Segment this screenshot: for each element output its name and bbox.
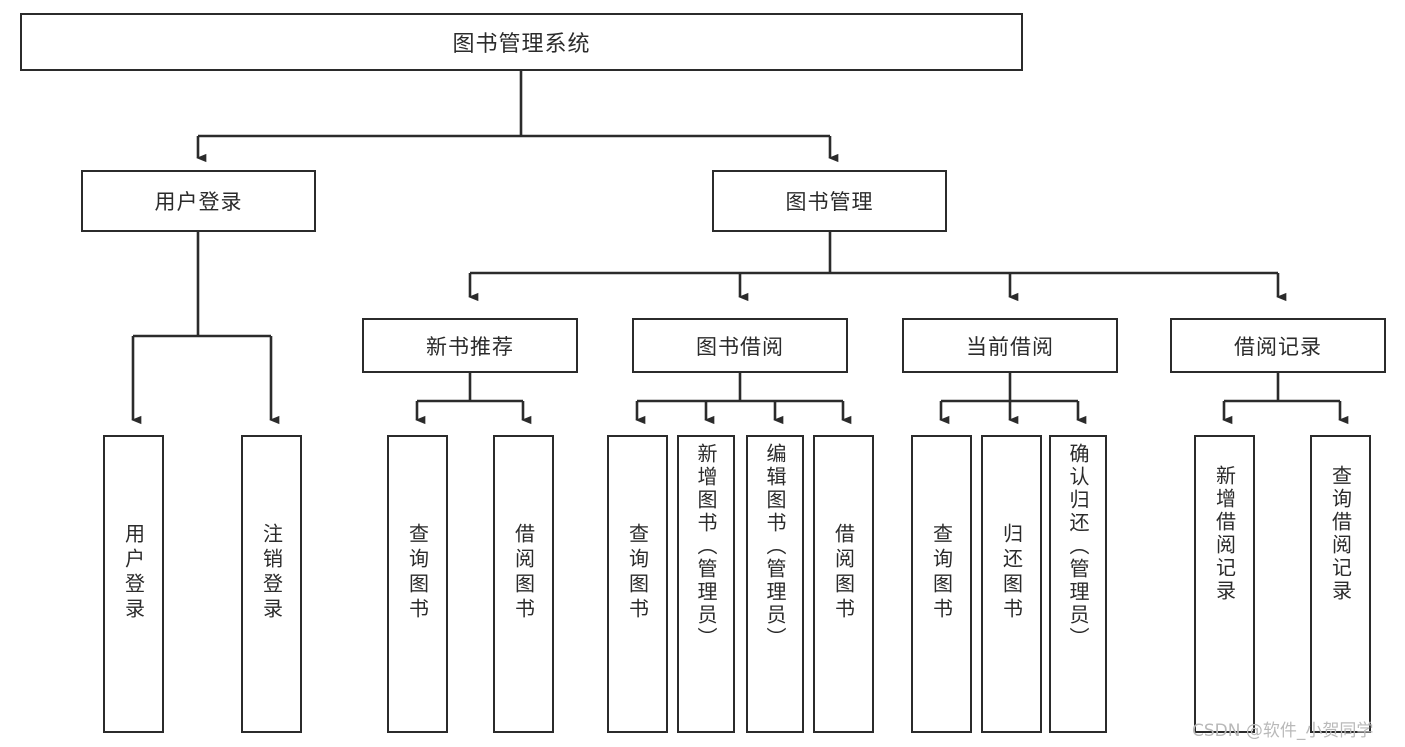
leaf-label: 查询图书 (625, 523, 650, 623)
leaf-label: 确认归还（管理员） (1066, 443, 1090, 650)
leaf-logout[interactable]: 注销登录 (241, 435, 302, 733)
node-current-borrow[interactable]: 当前借阅 (902, 318, 1118, 373)
leaf-return-book[interactable]: 归还图书 (981, 435, 1042, 733)
csdn-watermark: CSDN @软件_小贺同学 (1192, 721, 1374, 741)
leaf-borrow-book-2[interactable]: 借阅图书 (813, 435, 874, 733)
leaf-label: 用户登录 (121, 523, 146, 623)
leaf-edit-book[interactable]: 编辑图书（管理员） (746, 435, 804, 733)
leaf-query-record[interactable]: 查询借阅记录 (1310, 435, 1371, 733)
leaf-user-login[interactable]: 用户登录 (103, 435, 164, 733)
node-new-book-recommend[interactable]: 新书推荐 (362, 318, 578, 373)
leaf-add-book[interactable]: 新增图书（管理员） (677, 435, 735, 733)
leaf-add-record[interactable]: 新增借阅记录 (1194, 435, 1255, 733)
leaf-label: 查询图书 (405, 523, 430, 623)
node-root[interactable]: 图书管理系统 (20, 13, 1023, 71)
leaf-query-book-1[interactable]: 查询图书 (387, 435, 448, 733)
leaf-label: 归还图书 (999, 523, 1024, 623)
leaf-query-book-3[interactable]: 查询图书 (911, 435, 972, 733)
node-book-manage[interactable]: 图书管理 (712, 170, 947, 232)
leaf-label: 注销登录 (259, 523, 284, 623)
node-borrow-record[interactable]: 借阅记录 (1170, 318, 1386, 373)
leaf-label: 借阅图书 (831, 523, 856, 623)
leaf-query-book-2[interactable]: 查询图书 (607, 435, 668, 733)
leaf-label: 新增图书（管理员） (694, 443, 718, 650)
leaf-label: 借阅图书 (511, 523, 536, 623)
node-user-login[interactable]: 用户登录 (81, 170, 316, 232)
leaf-label: 查询借阅记录 (1328, 465, 1353, 603)
leaf-label: 编辑图书（管理员） (763, 443, 787, 650)
node-book-borrow[interactable]: 图书借阅 (632, 318, 848, 373)
leaf-confirm-return[interactable]: 确认归还（管理员） (1049, 435, 1107, 733)
leaf-borrow-book-1[interactable]: 借阅图书 (493, 435, 554, 733)
leaf-label: 查询图书 (929, 523, 954, 623)
leaf-label: 新增借阅记录 (1212, 465, 1237, 603)
